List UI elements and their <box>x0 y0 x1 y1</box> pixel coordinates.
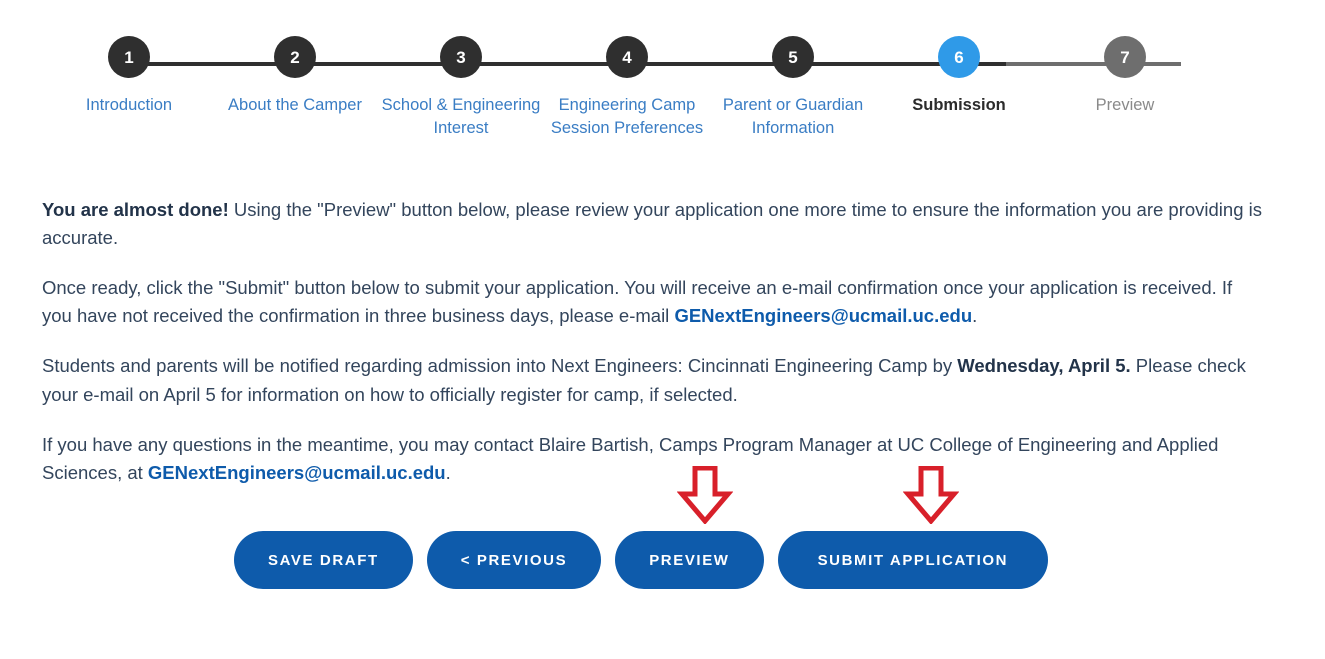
stepper-items: 1 Introduction 2 About the Camper 3 Scho… <box>46 36 1315 140</box>
paragraph-notification-date: Students and parents will be notified re… <box>42 352 1264 408</box>
stepper-label-6: Submission <box>912 96 1006 114</box>
stepper-label-7: Preview <box>1095 96 1155 114</box>
stepper-segment-2-3 <box>304 62 480 66</box>
stepper-item-engineering-camp-session-preferences[interactable]: 4 Engineering Camp Session Preferences <box>544 36 710 140</box>
stepper-label-4: Engineering Camp Session Preferences <box>550 96 704 137</box>
submission-instructions: You are almost done! Using the "Preview"… <box>42 196 1264 487</box>
paragraph-almost-done: You are almost done! Using the "Preview"… <box>42 196 1264 252</box>
stepper-bubble-7[interactable]: 7 <box>1104 36 1146 78</box>
paragraph-2-text-a: Once ready, click the "Submit" button be… <box>42 277 1233 327</box>
preview-button[interactable]: PREVIEW <box>615 531 764 589</box>
paragraph-submit-instructions: Once ready, click the "Submit" button be… <box>42 274 1264 330</box>
paragraph-1-text: Using the "Preview" button below, please… <box>42 199 1262 249</box>
stepper-label-3: School & Engineering Interest <box>381 96 541 137</box>
paragraph-3-text-a: Students and parents will be notified re… <box>42 355 958 377</box>
stepper-track <box>129 62 1181 66</box>
email-link-contact[interactable]: GENextEngineers@ucmail.uc.edu <box>147 461 446 483</box>
stepper-bubble-6[interactable]: 6 <box>938 36 980 78</box>
stepper-bubble-3[interactable]: 3 <box>440 36 482 78</box>
stepper-item-about-the-camper[interactable]: 2 About the Camper <box>212 36 378 140</box>
stepper-segment-3-4 <box>479 62 655 66</box>
stepper-segment-4-5 <box>654 62 831 66</box>
paragraph-3-date: Wednesday, April 5. <box>957 355 1131 377</box>
paragraph-3-text-b: Please check your e-mail on April 5 for … <box>42 355 1246 405</box>
stepper-item-introduction[interactable]: 1 Introduction <box>46 36 212 140</box>
stepper-label-1: Introduction <box>85 96 173 114</box>
stepper-item-school-engineering-interest[interactable]: 3 School & Engineering Interest <box>378 36 544 140</box>
paragraph-1-lead: You are almost done! <box>42 199 229 220</box>
stepper-label-2: About the Camper <box>228 96 362 114</box>
paragraph-4-text-b: . <box>445 461 451 483</box>
stepper-segment-1-2 <box>129 62 305 66</box>
stepper-item-submission[interactable]: 6 Submission <box>876 36 1042 140</box>
paragraph-contact-info: If you have any questions in the meantim… <box>42 431 1264 487</box>
form-action-buttons: SAVE DRAFT < PREVIOUS PREVIEW SUBMIT APP… <box>234 531 1049 589</box>
stepper-bubble-5[interactable]: 5 <box>772 36 814 78</box>
stepper-bubble-4[interactable]: 4 <box>606 36 648 78</box>
stepper-bubble-1[interactable]: 1 <box>108 36 150 78</box>
paragraph-4-text-a: If you have any questions in the meantim… <box>42 433 1219 483</box>
stepper-label-5: Parent or Guardian Information <box>722 96 864 137</box>
previous-button[interactable]: < PREVIOUS <box>426 531 602 589</box>
email-link-support[interactable]: GENextEngineers@ucmail.uc.edu <box>674 305 973 327</box>
paragraph-2-text-b: . <box>972 305 978 327</box>
stepper-segment-5-6 <box>830 62 1006 66</box>
stepper-segment-6-7 <box>1005 62 1181 66</box>
submit-application-button[interactable]: SUBMIT APPLICATION <box>777 531 1049 589</box>
stepper-item-parent-or-guardian-information[interactable]: 5 Parent or Guardian Information <box>710 36 876 140</box>
progress-stepper: 1 Introduction 2 About the Camper 3 Scho… <box>0 0 1325 150</box>
stepper-item-preview[interactable]: 7 Preview <box>1042 36 1208 140</box>
save-draft-button[interactable]: SAVE DRAFT <box>234 531 413 589</box>
stepper-bubble-2[interactable]: 2 <box>274 36 316 78</box>
